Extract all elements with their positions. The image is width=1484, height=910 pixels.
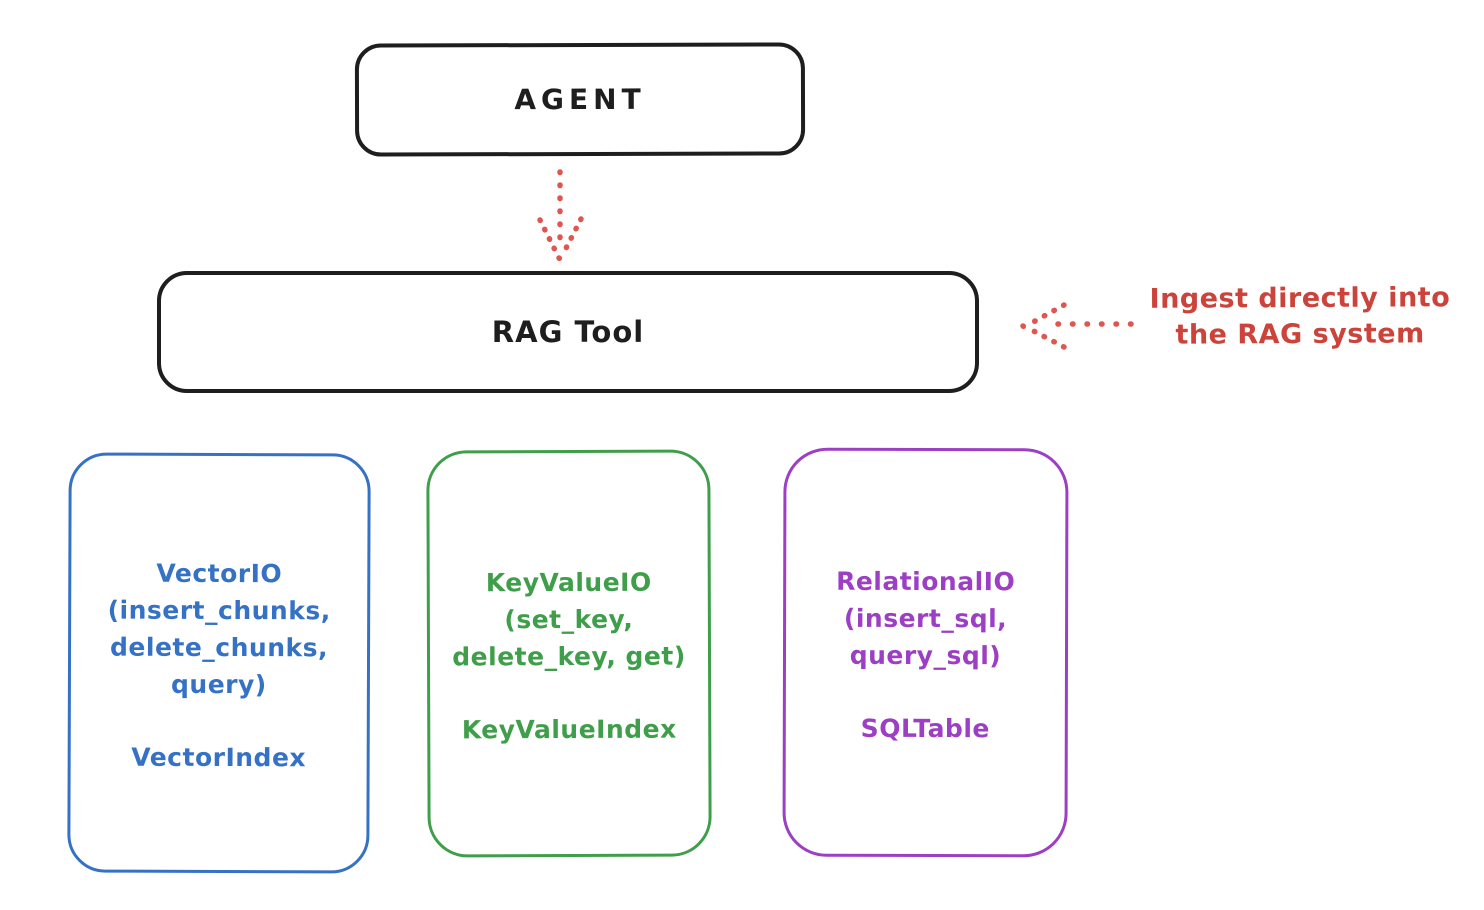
sql-table-label: SQLTable bbox=[860, 713, 990, 743]
relational-io-line: RelationalIO bbox=[836, 566, 1016, 596]
key-value-io-signature: KeyValueIO (set_key, delete_key, get) bbox=[452, 563, 686, 675]
key-value-io-node: KeyValueIO (set_key, delete_key, get) Ke… bbox=[426, 449, 712, 858]
key-value-io-line: (set_key, bbox=[504, 604, 634, 634]
vector-io-line: VectorIO bbox=[156, 558, 283, 588]
agent-to-ragtool-arrow bbox=[537, 169, 584, 262]
vector-io-line: query) bbox=[171, 669, 267, 699]
ingest-annotation: Ingest directly into the RAG system bbox=[1124, 280, 1476, 354]
vector-io-line: delete_chunks, bbox=[110, 632, 329, 662]
vector-io-line: (insert_chunks, bbox=[107, 595, 331, 625]
key-value-io-line: KeyValueIO bbox=[485, 567, 652, 597]
vector-index-label: VectorIndex bbox=[131, 742, 307, 772]
relational-io-node: RelationalIO (insert_sql, query_sql) SQL… bbox=[782, 447, 1069, 858]
rag-tool-label: RAG Tool bbox=[491, 315, 645, 349]
vector-io-node: VectorIO (insert_chunks, delete_chunks, … bbox=[67, 452, 371, 874]
relational-io-line: (insert_sql, bbox=[843, 603, 1008, 633]
ingest-annotation-arrow bbox=[1020, 302, 1134, 350]
ingest-annotation-line-2: the RAG system bbox=[1175, 318, 1425, 351]
key-value-io-line: delete_key, get) bbox=[452, 641, 686, 671]
rag-tool-node: RAG Tool bbox=[157, 271, 979, 393]
relational-io-signature: RelationalIO (insert_sql, query_sql) bbox=[836, 562, 1015, 673]
key-value-index-label: KeyValueIndex bbox=[461, 714, 677, 744]
agent-node: AGENT bbox=[354, 42, 806, 157]
ingest-annotation-line-1: Ingest directly into bbox=[1149, 282, 1451, 315]
agent-label: AGENT bbox=[514, 82, 646, 117]
vector-io-signature: VectorIO (insert_chunks, delete_chunks, … bbox=[107, 554, 331, 703]
relational-io-line: query_sql) bbox=[849, 640, 1002, 670]
